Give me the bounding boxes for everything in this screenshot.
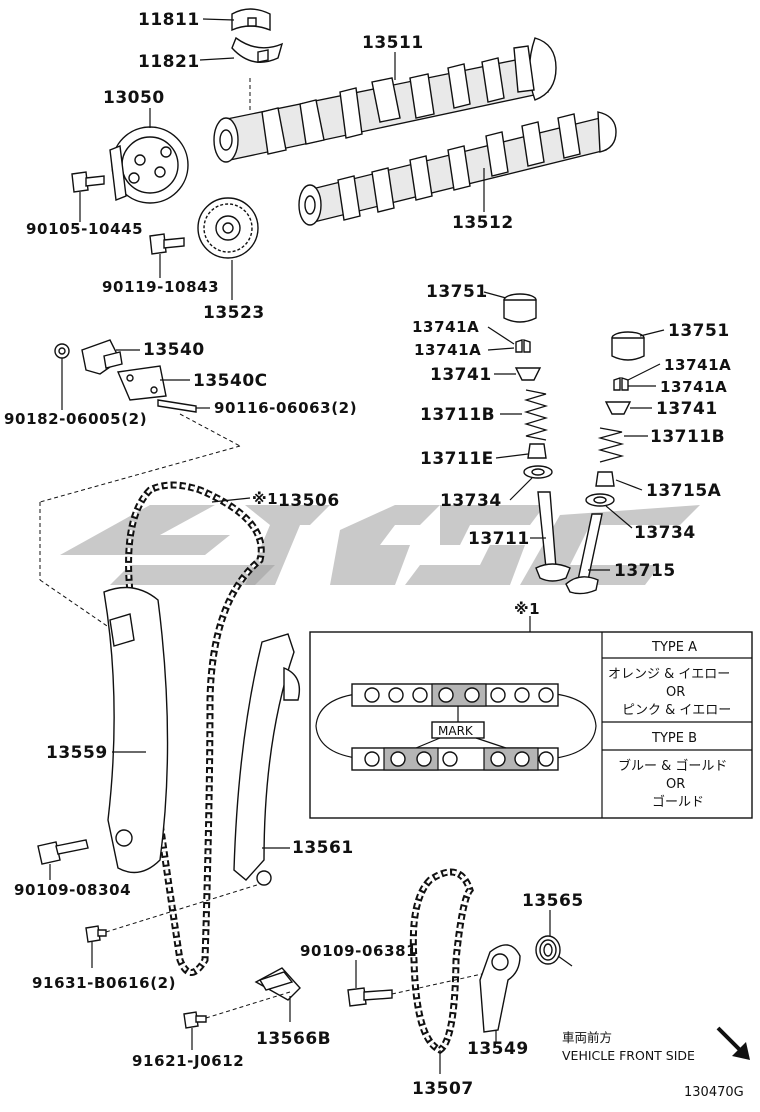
label-91631-b0616: 91631-B0616(2) xyxy=(32,974,176,992)
label-90109-06381: 90109-06381 xyxy=(300,942,417,960)
label-13741-right: 13741 xyxy=(656,399,718,419)
vvt-gear-assembly xyxy=(109,126,189,204)
label-13751-right: 13751 xyxy=(668,321,730,341)
type-a-line1: オレンジ & イエロー xyxy=(608,667,730,682)
nut-90182 xyxy=(54,343,70,359)
label-13711: 13711 xyxy=(468,529,530,549)
chain-tensioner xyxy=(81,339,123,375)
valve-washer-left xyxy=(523,465,553,479)
stud-90116 xyxy=(157,399,197,413)
chain-mark-inset: ※1 xyxy=(309,600,753,819)
label-90105-10445: 90105-10445 xyxy=(26,220,143,238)
label-11821: 11821 xyxy=(138,52,200,72)
valve-keeper-left xyxy=(515,339,531,353)
diagram-id: 130470G xyxy=(684,1085,744,1100)
tensioner-gasket xyxy=(116,365,167,401)
valve-stem-seal-right xyxy=(595,471,615,487)
inset-ref-mark: ※1 xyxy=(514,600,540,618)
watermark-logo xyxy=(60,505,700,585)
bolt-90105 xyxy=(71,171,105,193)
type-b-line1: ブルー & ゴールド xyxy=(618,758,727,774)
type-a-or: OR xyxy=(666,685,685,700)
oil-jet xyxy=(254,967,301,1001)
inset-mark-label: MARK xyxy=(438,724,474,738)
direction-jp: 車両前方 xyxy=(562,1030,612,1045)
label-13741a-right-2: 13741A xyxy=(660,378,727,396)
label-13506: 13506 xyxy=(278,491,340,511)
label-13559: 13559 xyxy=(46,743,108,763)
type-a-line2: ピンク & イエロー xyxy=(622,703,731,718)
valve-stem-seal-left xyxy=(527,443,547,459)
label-90119-10843: 90119-10843 xyxy=(102,278,219,296)
label-13050: 13050 xyxy=(103,88,165,108)
bolt-91631 xyxy=(85,925,107,943)
label-13715: 13715 xyxy=(614,561,676,581)
inset-chain-upper xyxy=(351,683,559,707)
valve-keeper-right xyxy=(613,377,629,391)
label-90116-06063: 90116-06063(2) xyxy=(214,399,357,417)
label-13741a-right-1: 13741A xyxy=(664,356,731,374)
label-91621-j0612: 91621-J0612 xyxy=(132,1052,244,1070)
label-13566b: 13566B xyxy=(256,1029,331,1049)
valve-lifter-left xyxy=(503,293,537,323)
camshaft-intake xyxy=(213,37,557,163)
front-arrow-icon xyxy=(716,1026,750,1060)
type-b-or: OR xyxy=(666,777,685,792)
bolt-91621 xyxy=(183,1011,207,1029)
label-13734-right: 13734 xyxy=(634,523,696,543)
label-13540: 13540 xyxy=(143,340,205,360)
label-13711e: 13711E xyxy=(420,449,494,469)
label-90109-08304: 90109-08304 xyxy=(14,881,131,899)
spring-retainer-right xyxy=(604,401,632,415)
chain-vibration-damper xyxy=(233,633,301,886)
spring-retainer-left xyxy=(514,367,542,381)
label-13741a-left-1: 13741A xyxy=(412,318,479,336)
label-13512: 13512 xyxy=(452,213,514,233)
bearing-lower xyxy=(231,36,284,63)
bolt-90109-06381 xyxy=(347,987,393,1007)
label-11811: 11811 xyxy=(138,10,200,30)
label-13565: 13565 xyxy=(522,891,584,911)
camshaft-exhaust xyxy=(298,111,617,226)
tensioner-spring xyxy=(535,935,573,967)
label-13741a-left-2: 13741A xyxy=(414,341,481,359)
label-13507: 13507 xyxy=(412,1079,474,1099)
label-13561: 13561 xyxy=(292,838,354,858)
valve-spring-left xyxy=(523,389,549,441)
oil-pump-chain xyxy=(409,868,474,1054)
chain-slipper-guide xyxy=(103,586,169,874)
label-90182-06005: 90182-06005(2) xyxy=(4,410,147,428)
label-13511: 13511 xyxy=(362,33,424,53)
type-b-line2: ゴールド xyxy=(652,794,704,810)
type-b-header: TYPE B xyxy=(651,731,697,746)
bolt-90119 xyxy=(149,233,185,255)
label-13741-left: 13741 xyxy=(430,365,492,385)
valve-washer-right xyxy=(585,493,615,507)
label-13549: 13549 xyxy=(467,1039,529,1059)
label-13506-ref: ※1 xyxy=(252,490,278,508)
label-13751-left: 13751 xyxy=(426,282,488,302)
label-13734-left: 13734 xyxy=(440,491,502,511)
intake-valve xyxy=(535,491,571,582)
direction-en: VEHICLE FRONT SIDE xyxy=(562,1048,695,1063)
label-13711b-left: 13711B xyxy=(420,405,495,425)
label-13711b-right: 13711B xyxy=(650,427,725,447)
type-a-header: TYPE A xyxy=(651,640,697,655)
bearing-upper xyxy=(231,8,271,32)
chain-tensioner-arm xyxy=(479,944,521,1033)
label-13523: 13523 xyxy=(203,303,265,323)
inset-chain-lower xyxy=(351,747,559,771)
label-13540c: 13540C xyxy=(193,371,268,391)
valve-lifter-right xyxy=(611,331,645,361)
valve-spring-right xyxy=(597,427,625,463)
exhaust-valve xyxy=(565,513,603,595)
cam-sprocket xyxy=(197,197,259,259)
label-13715a: 13715A xyxy=(646,481,722,501)
bolt-90109-08304 xyxy=(37,839,89,865)
